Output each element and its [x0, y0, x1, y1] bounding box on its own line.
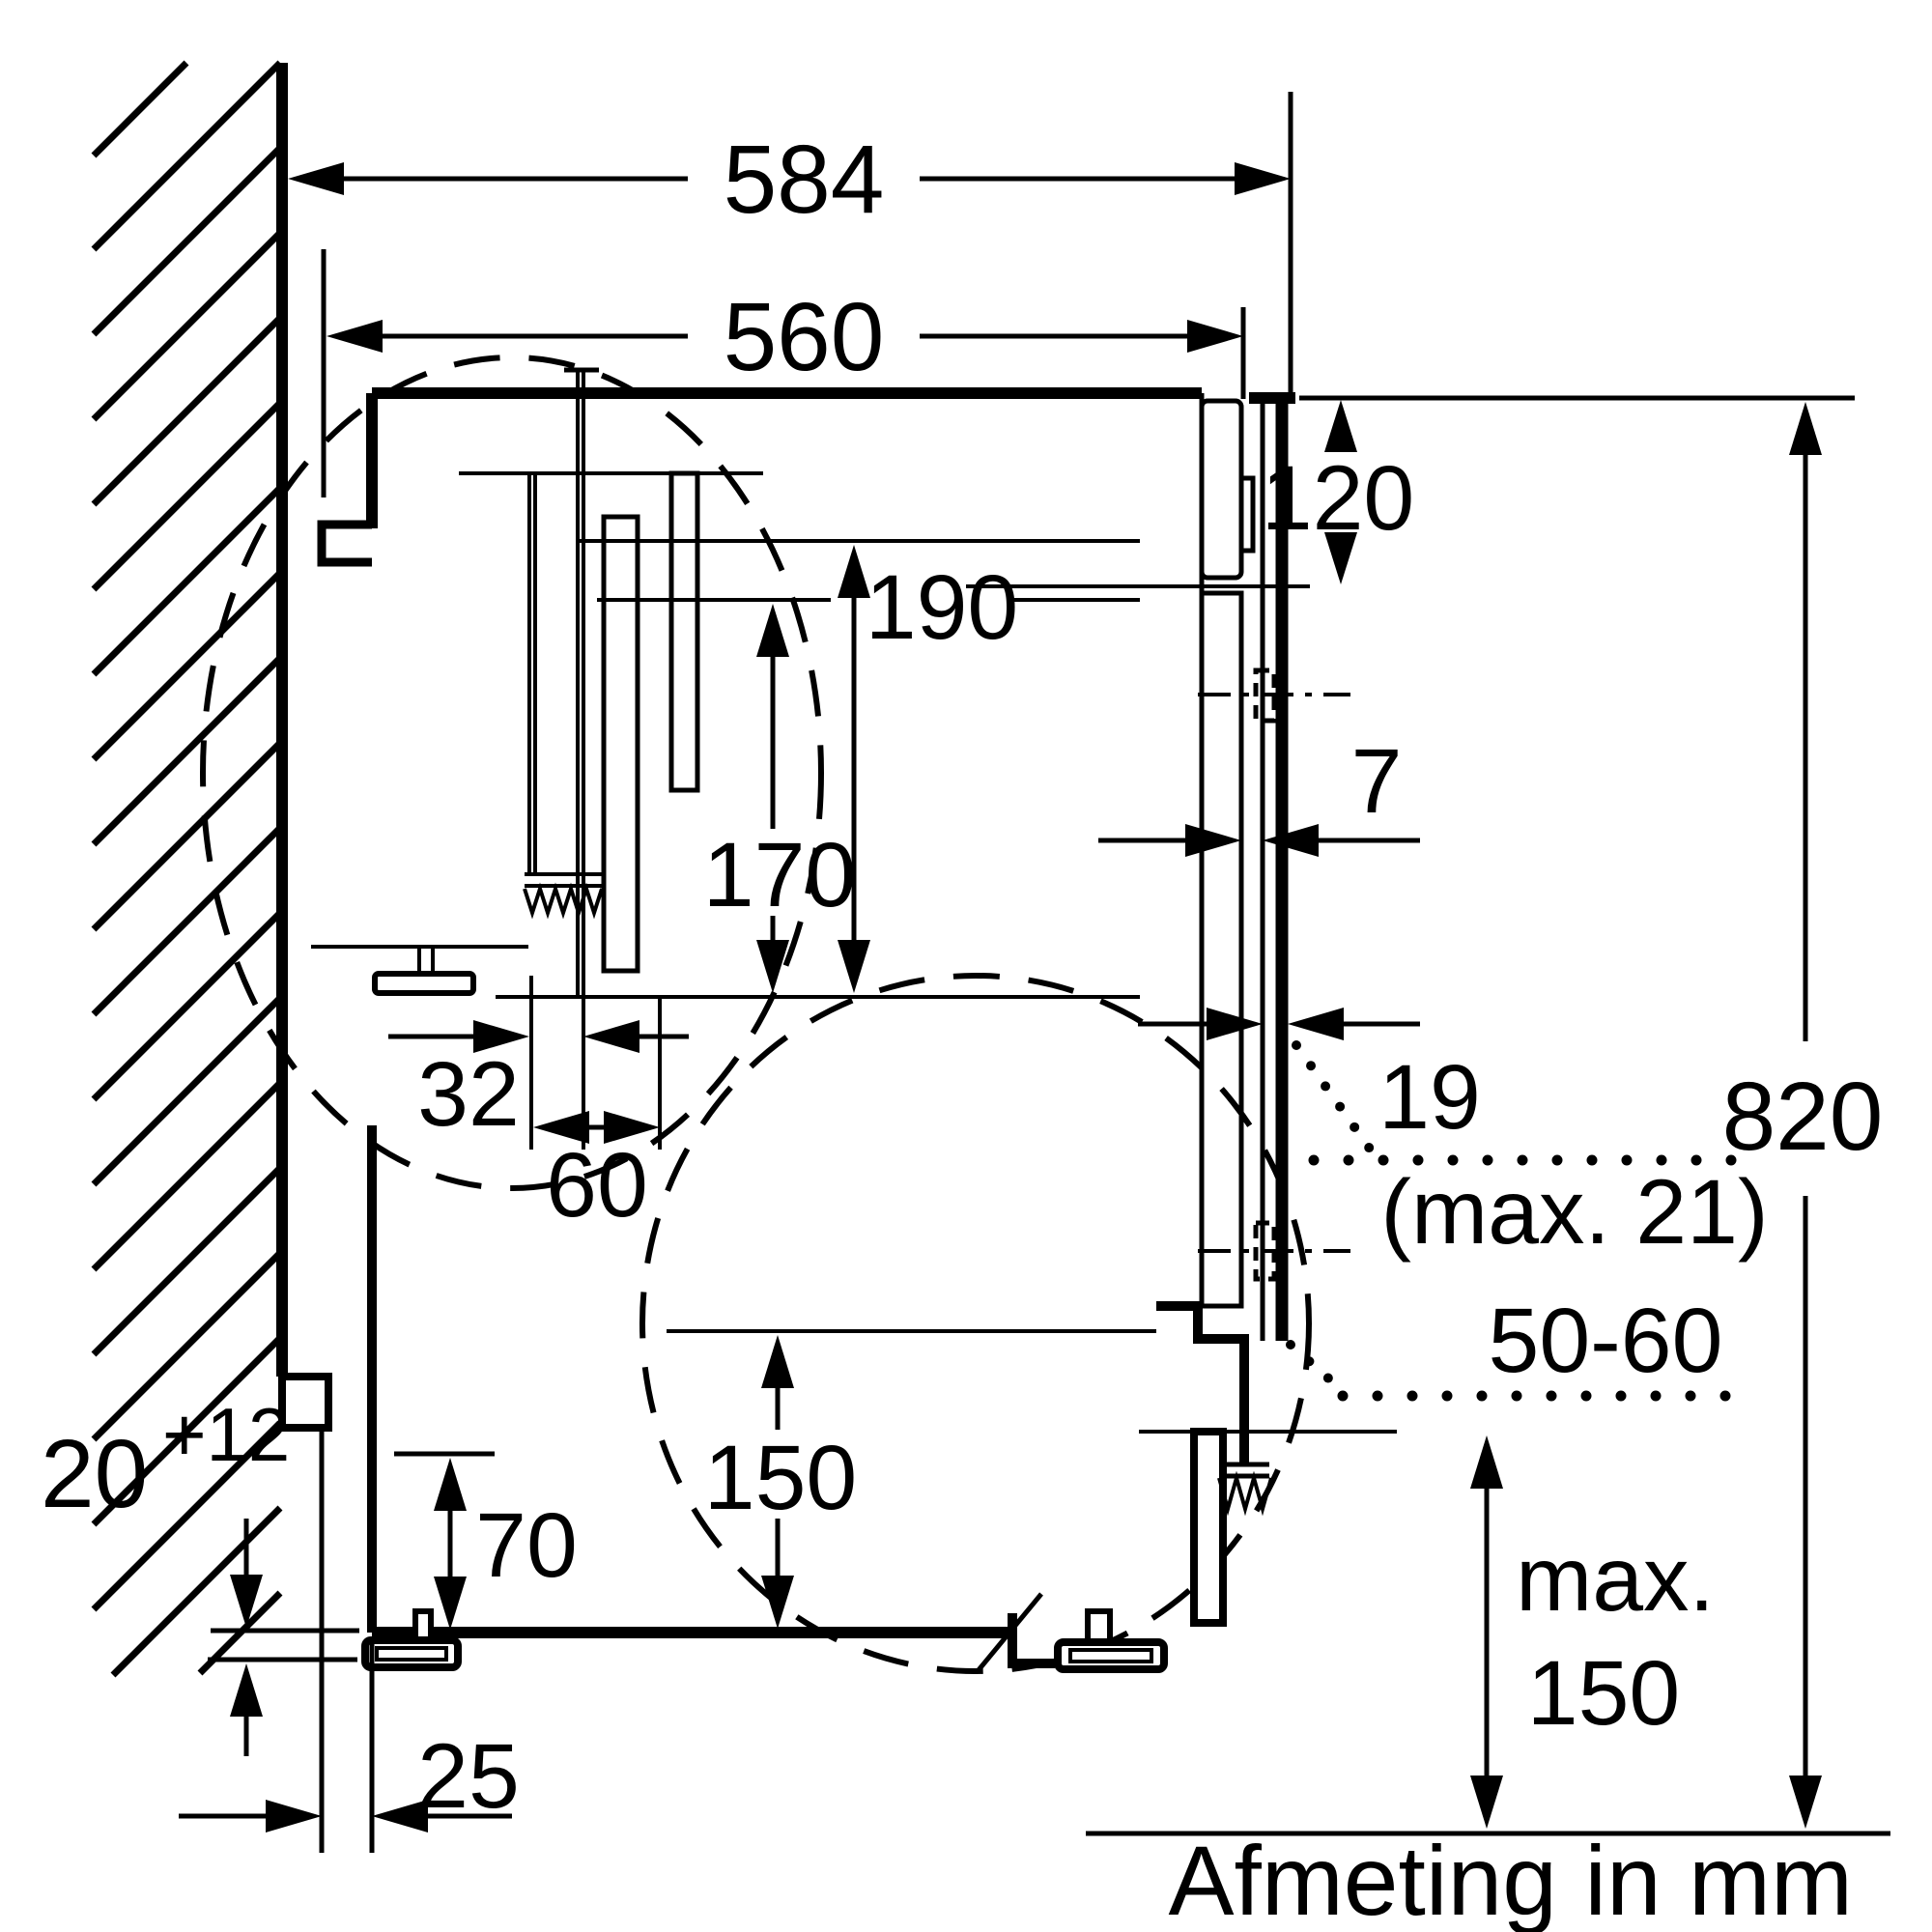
- dim-19: 19 (max. 21): [1138, 1008, 1769, 1264]
- arrowhead: [1235, 162, 1291, 195]
- detail-foot-stem: [417, 945, 435, 976]
- inlet-detail: [200, 355, 1140, 1191]
- dim-70: 70: [394, 1451, 578, 1630]
- dim-label-120: 120: [1262, 447, 1415, 550]
- front-latch: [1238, 475, 1256, 554]
- clip-bars-top: [525, 872, 604, 888]
- floor-level-lines: [208, 1628, 359, 1662]
- dim-820: 820: [1722, 402, 1884, 1829]
- dim-label-60: 60: [546, 1134, 648, 1236]
- right-foot-slot: [1068, 1648, 1153, 1663]
- dim-label-7: 7: [1351, 730, 1403, 833]
- dim-label-70: 70: [475, 1494, 578, 1597]
- arrowhead: [288, 162, 344, 195]
- dim-max-150: max. 150: [1470, 1435, 1715, 1829]
- dim-60: 60: [533, 997, 662, 1236]
- hinge-top: [1253, 668, 1277, 724]
- skirting-board: [278, 1373, 332, 1432]
- dim-label-150: 150: [704, 1427, 858, 1529]
- dotted-leader: [1286, 1340, 1348, 1396]
- dim-7: 7: [1098, 730, 1420, 857]
- dim-label-plus12: +12: [162, 1392, 290, 1477]
- dim-label-170: 170: [703, 824, 857, 926]
- detail-ellipse-top: [200, 355, 824, 1191]
- appliance-body: [317, 387, 1202, 1673]
- dim-label-584: 584: [724, 126, 885, 234]
- dim-584: 584: [288, 92, 1293, 401]
- rear-wall-bracket: [317, 520, 372, 567]
- inlet-duct-bar: [668, 470, 700, 793]
- dim-20-12: 20 +12: [41, 1392, 359, 1756]
- dim-50-60: 50-60: [1286, 1290, 1754, 1402]
- dim-120: 120: [1262, 400, 1415, 584]
- left-foot-slot: [375, 1646, 448, 1662]
- dim-560: 560: [321, 249, 1246, 497]
- dim-label-50-60: 50-60: [1489, 1290, 1723, 1392]
- dim-label-19: 19: [1378, 1046, 1481, 1149]
- dim-170: 170: [703, 604, 857, 993]
- dim-label-32: 32: [417, 1043, 520, 1146]
- front-lower-panel: [1199, 590, 1244, 1309]
- caption-units: Afmeting in mm: [1168, 1826, 1853, 1932]
- dim-190: 190: [838, 545, 1018, 993]
- spring-zigzag-bottom: [1217, 1470, 1273, 1517]
- dim-label-560: 560: [724, 283, 885, 391]
- plinth-board: [1190, 1428, 1227, 1627]
- dim-label-25: 25: [417, 1725, 520, 1828]
- dim-label-190: 190: [866, 556, 1019, 659]
- wall-hatch-pattern: [91, 60, 283, 1678]
- front-top-panel: [1199, 398, 1244, 581]
- clip-bars-bottom: [1219, 1462, 1269, 1479]
- dim-label-20: 20: [41, 1420, 148, 1528]
- plinth-detail: [639, 973, 1890, 1836]
- dim-label-max150: 150: [1527, 1642, 1681, 1745]
- detail-foot-base: [372, 971, 476, 996]
- dispenser-drawer-panel: [601, 514, 640, 974]
- dim-150: 150: [667, 1329, 1156, 1629]
- plinth-step: [1156, 1301, 1249, 1464]
- inlet-pipe-left: [527, 473, 537, 872]
- dim-25: 25: [179, 1642, 520, 1853]
- dim-label-max21: (max. 21): [1380, 1161, 1768, 1264]
- dim-label-max: max.: [1516, 1528, 1715, 1631]
- detail-ellipse-bottom: [639, 973, 1312, 1674]
- dim-32: 32: [388, 976, 689, 1150]
- plinth-corner-piece: [1008, 1613, 1055, 1668]
- wall: [91, 60, 332, 1853]
- dim-label-820: 820: [1722, 1063, 1884, 1171]
- right-foot-stem: [1085, 1608, 1113, 1645]
- hinge-bottom: [1253, 1220, 1277, 1282]
- dotted-leader: [1292, 1040, 1377, 1156]
- spring-zigzag-top: [523, 882, 604, 920]
